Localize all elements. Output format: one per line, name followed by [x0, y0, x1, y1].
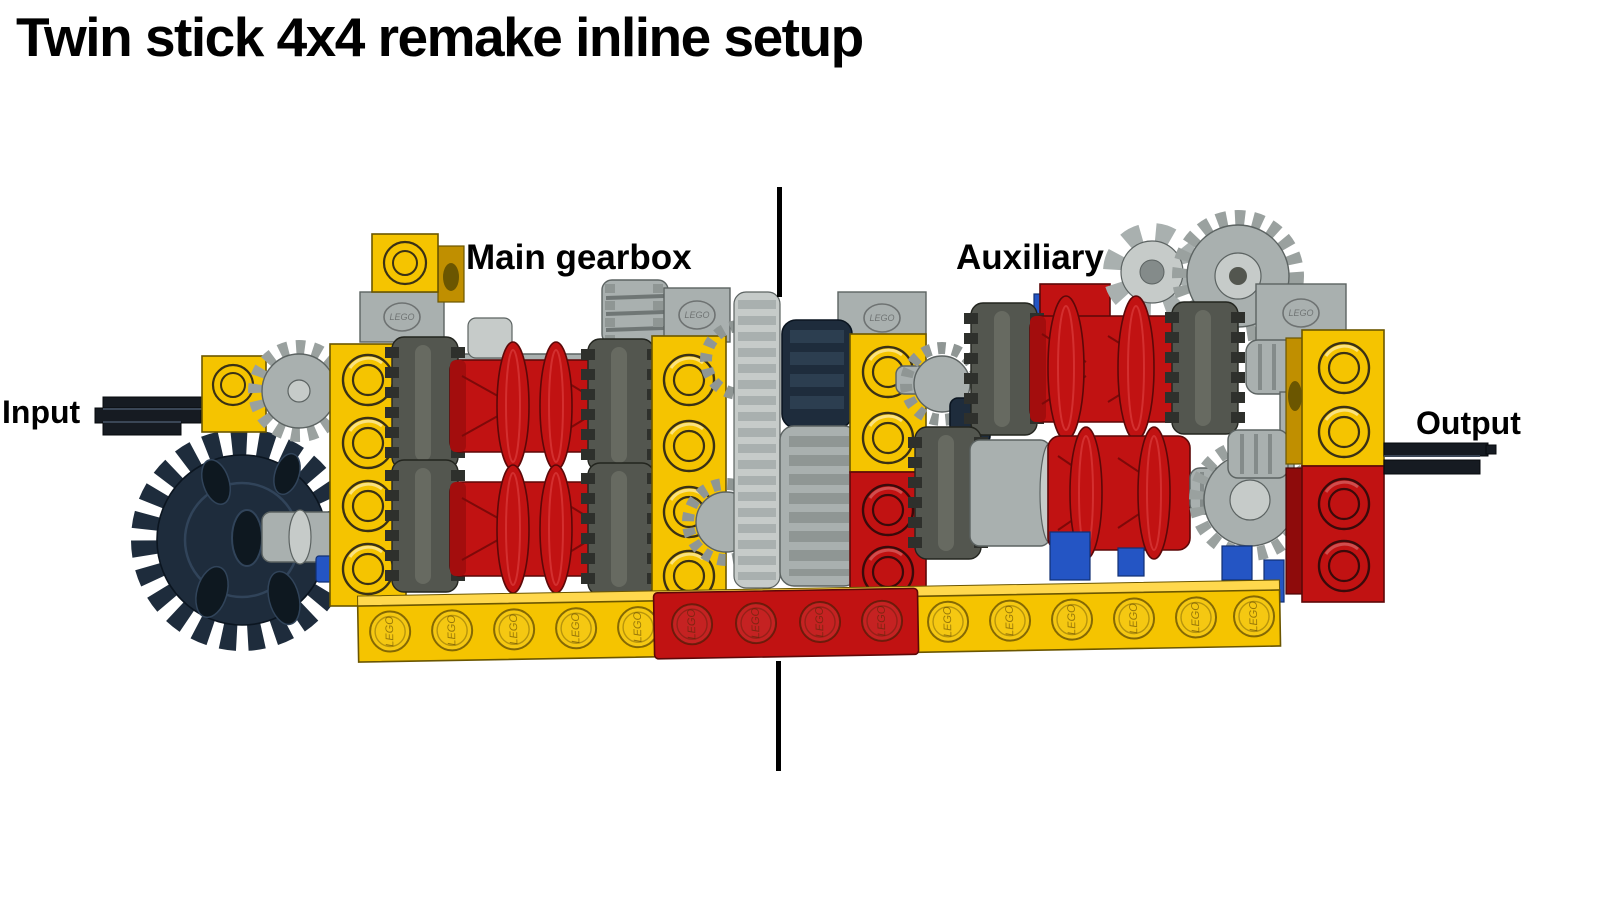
side-axle-hole — [1288, 381, 1302, 411]
selector-part — [467, 317, 513, 359]
clutch-gear — [392, 460, 458, 592]
output-axle — [1383, 442, 1497, 475]
side-axle-hole — [443, 263, 459, 291]
clutch-gear — [588, 339, 654, 471]
driving-ring-red-row2 — [449, 464, 601, 594]
yellow-pin-brick — [371, 233, 465, 303]
main-gearbox-assembly — [392, 317, 654, 595]
clutch-gear — [971, 303, 1037, 435]
label-auxiliary: Auxiliary — [956, 238, 1104, 277]
label-output: Output — [1416, 405, 1521, 441]
section-divider-top — [777, 187, 782, 297]
yellow-pin-brick-left — [201, 355, 267, 433]
large-thin-gear-edge — [733, 291, 781, 589]
driving-ring-red-row1 — [449, 341, 601, 471]
clutch-gear — [392, 337, 458, 469]
knob-gear-cluster — [601, 279, 669, 345]
clutch-gear — [1172, 302, 1238, 434]
driving-ring-red-aux-row2 — [1047, 426, 1191, 560]
driving-ring-red-aux-row1 — [1029, 295, 1181, 441]
input-axle — [94, 396, 206, 436]
center-gear-stack — [682, 291, 859, 589]
label-input: Input — [2, 394, 81, 430]
red-plate — [652, 587, 920, 660]
dark-bevel-gear-edge — [781, 319, 853, 429]
label-main-gearbox: Main gearbox — [466, 238, 692, 277]
bottom-rail — [356, 579, 1282, 663]
clutch-gear — [588, 463, 654, 595]
blue-brick — [1117, 547, 1145, 577]
yellow-frame-mid — [651, 335, 727, 607]
blue-brick — [1049, 531, 1091, 581]
frame-column-right — [1285, 329, 1385, 603]
blue-brick — [1221, 545, 1253, 581]
page-title: Twin stick 4x4 remake inline setup — [16, 6, 864, 68]
auxiliary-assembly — [895, 295, 1311, 603]
gray-drum — [969, 439, 1061, 547]
section-divider-bottom — [776, 661, 781, 771]
light-wide-gear-edge — [779, 425, 859, 587]
axle-connector-output — [1227, 429, 1289, 479]
